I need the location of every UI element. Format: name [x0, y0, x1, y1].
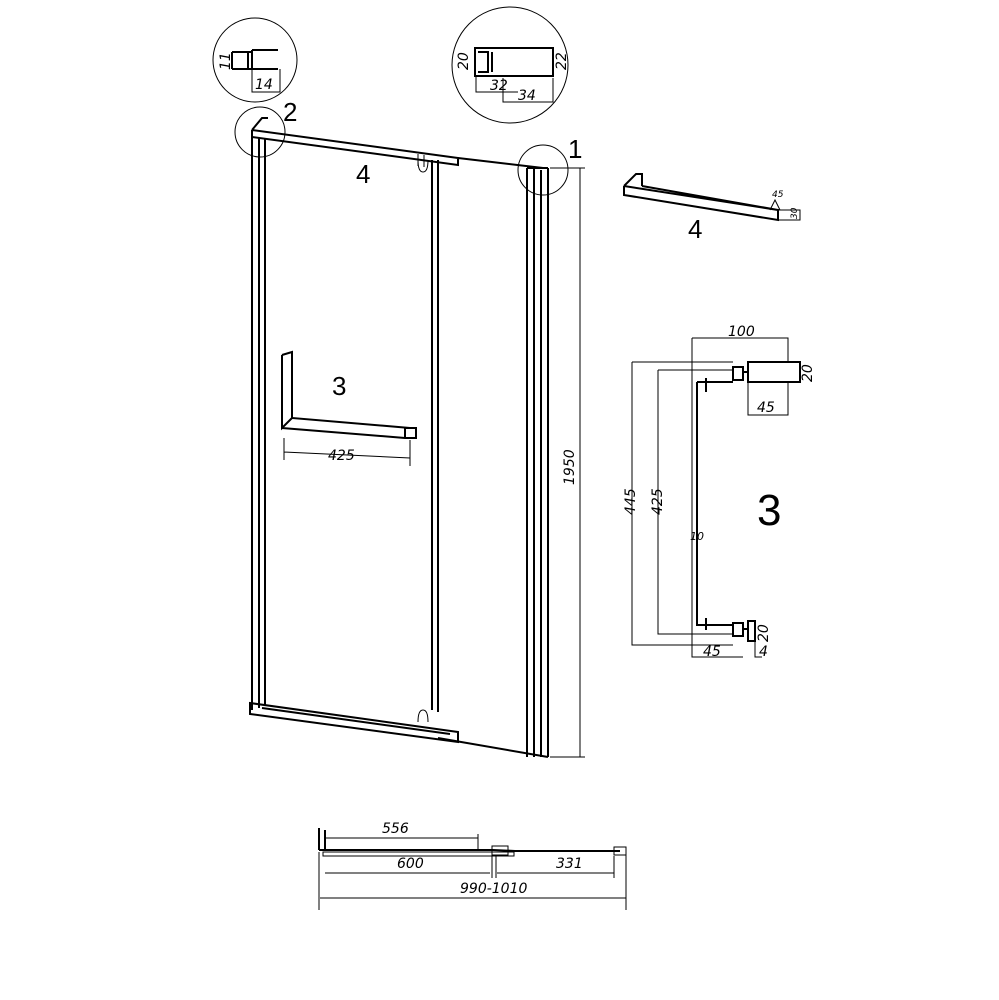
- dim-32: 32: [490, 78, 508, 94]
- dim-556: 556: [382, 821, 409, 837]
- callout-1: 1: [568, 134, 582, 164]
- dim-20-bottom: 20: [756, 624, 772, 642]
- dim-425-handle: 425: [328, 448, 355, 464]
- dim-100: 100: [728, 324, 755, 340]
- dim-10: 10: [690, 530, 704, 543]
- dim-45-top: 45: [757, 400, 775, 416]
- part-3-handle-detail: 100 20 45 445 425 10 20 45 4 3: [623, 324, 816, 660]
- dim-14: 14: [255, 77, 273, 93]
- callout-3: 3: [332, 371, 346, 401]
- part-4-label: 4: [688, 214, 702, 244]
- dim-34: 34: [518, 88, 536, 104]
- dim-425: 425: [650, 488, 666, 515]
- door-elevation: 2 1 4 3 425 1950: [234, 97, 585, 758]
- dim-20: 20: [456, 52, 472, 70]
- dim-22: 22: [554, 52, 570, 70]
- callout-2: 2: [283, 97, 297, 127]
- part-3-label: 3: [757, 486, 781, 535]
- dim-45-angle: 45: [772, 190, 784, 200]
- dim-4: 4: [759, 644, 768, 660]
- plan-view: 556 600 331 990-1010: [318, 821, 627, 910]
- dim-445: 445: [623, 488, 639, 515]
- dim-1950: 1950: [562, 449, 578, 485]
- part-4-rail: 45 30 4: [623, 173, 801, 244]
- dim-600: 600: [397, 856, 424, 872]
- dim-11: 11: [218, 52, 234, 70]
- dim-30: 30: [790, 207, 800, 219]
- detail-2-profile: 11 14: [212, 17, 298, 103]
- callout-4: 4: [356, 159, 370, 189]
- dim-990-1010: 990-1010: [460, 881, 527, 897]
- dim-331: 331: [556, 856, 583, 872]
- detail-1-profile: 20 22 32 34: [451, 6, 570, 124]
- dim-45-bottom: 45: [703, 644, 721, 660]
- dim-20-top: 20: [800, 364, 816, 382]
